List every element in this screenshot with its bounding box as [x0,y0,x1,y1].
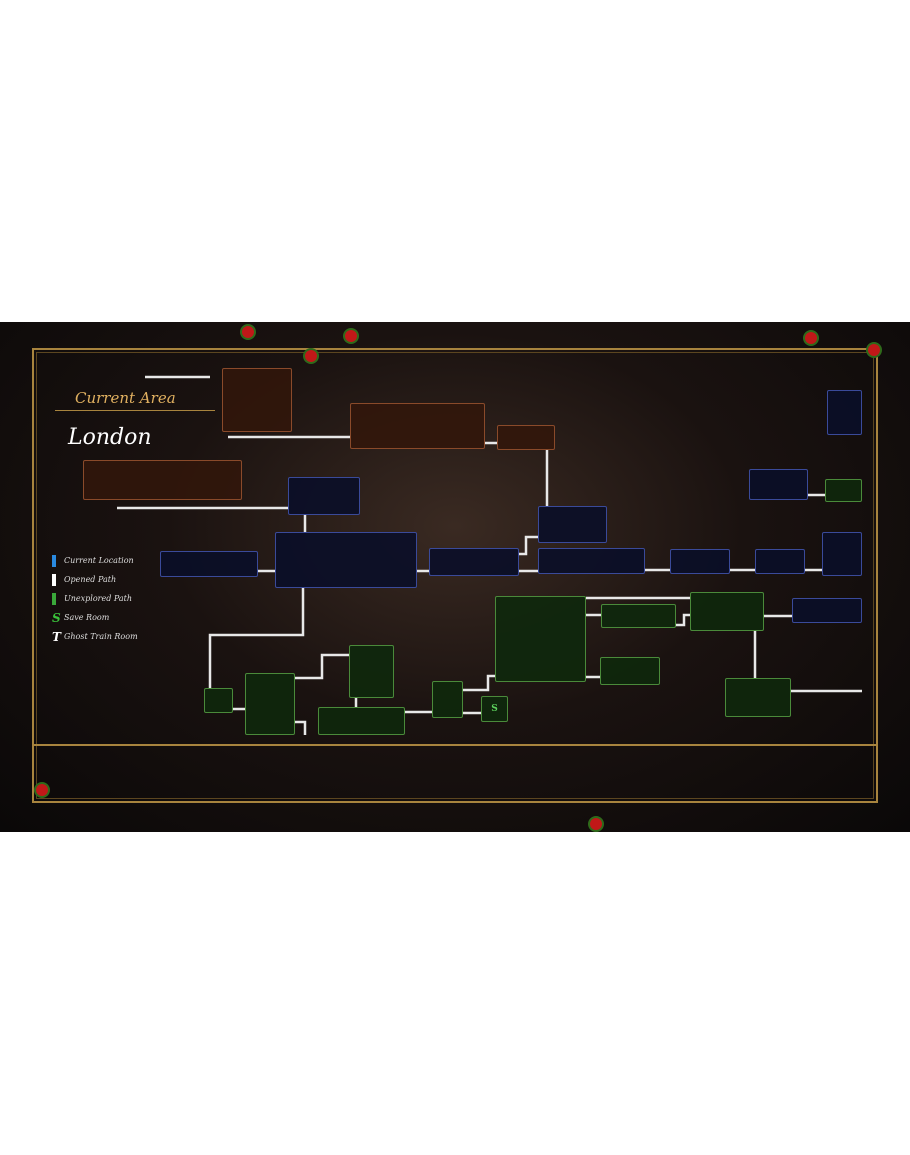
map-room [538,506,607,543]
map-room [497,425,555,450]
legend-label: Ghost Train Room [64,632,138,641]
map-room-unexplored [600,657,660,685]
legend-label: Current Location [64,556,134,565]
holly-decoration-icon [590,818,602,830]
holly-decoration-icon [242,326,254,338]
map-room [160,551,258,577]
map-room-unexplored [725,678,791,717]
holly-decoration-icon [36,784,48,796]
path-connector [519,535,538,556]
map-room-unexplored [318,707,405,735]
map-room [83,460,242,500]
map-room [350,403,485,449]
map-room-unexplored [432,681,463,718]
map-room-unexplored [245,673,295,735]
holly-decoration-icon [868,344,880,356]
map-room [288,477,360,515]
area-name: London [68,425,152,450]
save-room: S [481,696,508,722]
map-room-unexplored [495,596,586,682]
legend-unexplored-path: Unexplored Path [52,589,138,608]
map-room [429,548,519,576]
map-room-unexplored [601,604,676,628]
legend-save-room: S Save Room [52,608,138,627]
legend-label: Unexplored Path [64,594,133,603]
path-connectors [117,375,862,735]
title-underline [55,410,215,411]
opened-path-swatch [52,573,56,586]
path-connector [295,720,307,735]
frame-divider [32,744,878,746]
legend-label: Save Room [64,613,110,622]
map-room [749,469,808,500]
map-legend: Current Location Opened Path Unexplored … [52,551,138,646]
holly-decoration-icon [805,332,817,344]
path-connector [463,674,495,692]
map-room [222,368,292,432]
map-room-unexplored [690,592,764,631]
holly-decoration-icon [345,330,357,342]
path-connector [208,588,305,688]
current-location-swatch [52,554,56,567]
map-room-unexplored [349,645,394,698]
map-room [755,549,805,574]
holly-decoration-icon [305,350,317,362]
map-room [275,532,417,588]
current-area-label: Current Area [75,389,176,407]
map-screen: Current Area London S [0,322,910,832]
path-connector [295,653,349,680]
ornate-frame [32,348,878,803]
unexplored-path-swatch [52,592,56,605]
map-room [792,598,862,623]
legend-label: Opened Path [64,575,117,584]
ghost-train-icon: T [52,629,61,644]
map-room [538,548,645,574]
map-room [827,390,862,435]
save-room-icon: S [52,610,61,625]
legend-ghost-train-room: T Ghost Train Room [52,627,138,646]
map-room [822,532,862,576]
map-room-unexplored [825,479,862,502]
map-room [670,549,730,574]
legend-opened-path: Opened Path [52,570,138,589]
ornate-frame-inner [36,352,874,799]
map-room-unexplored [204,688,233,713]
legend-current-location: Current Location [52,551,138,570]
path-connector [676,613,690,627]
